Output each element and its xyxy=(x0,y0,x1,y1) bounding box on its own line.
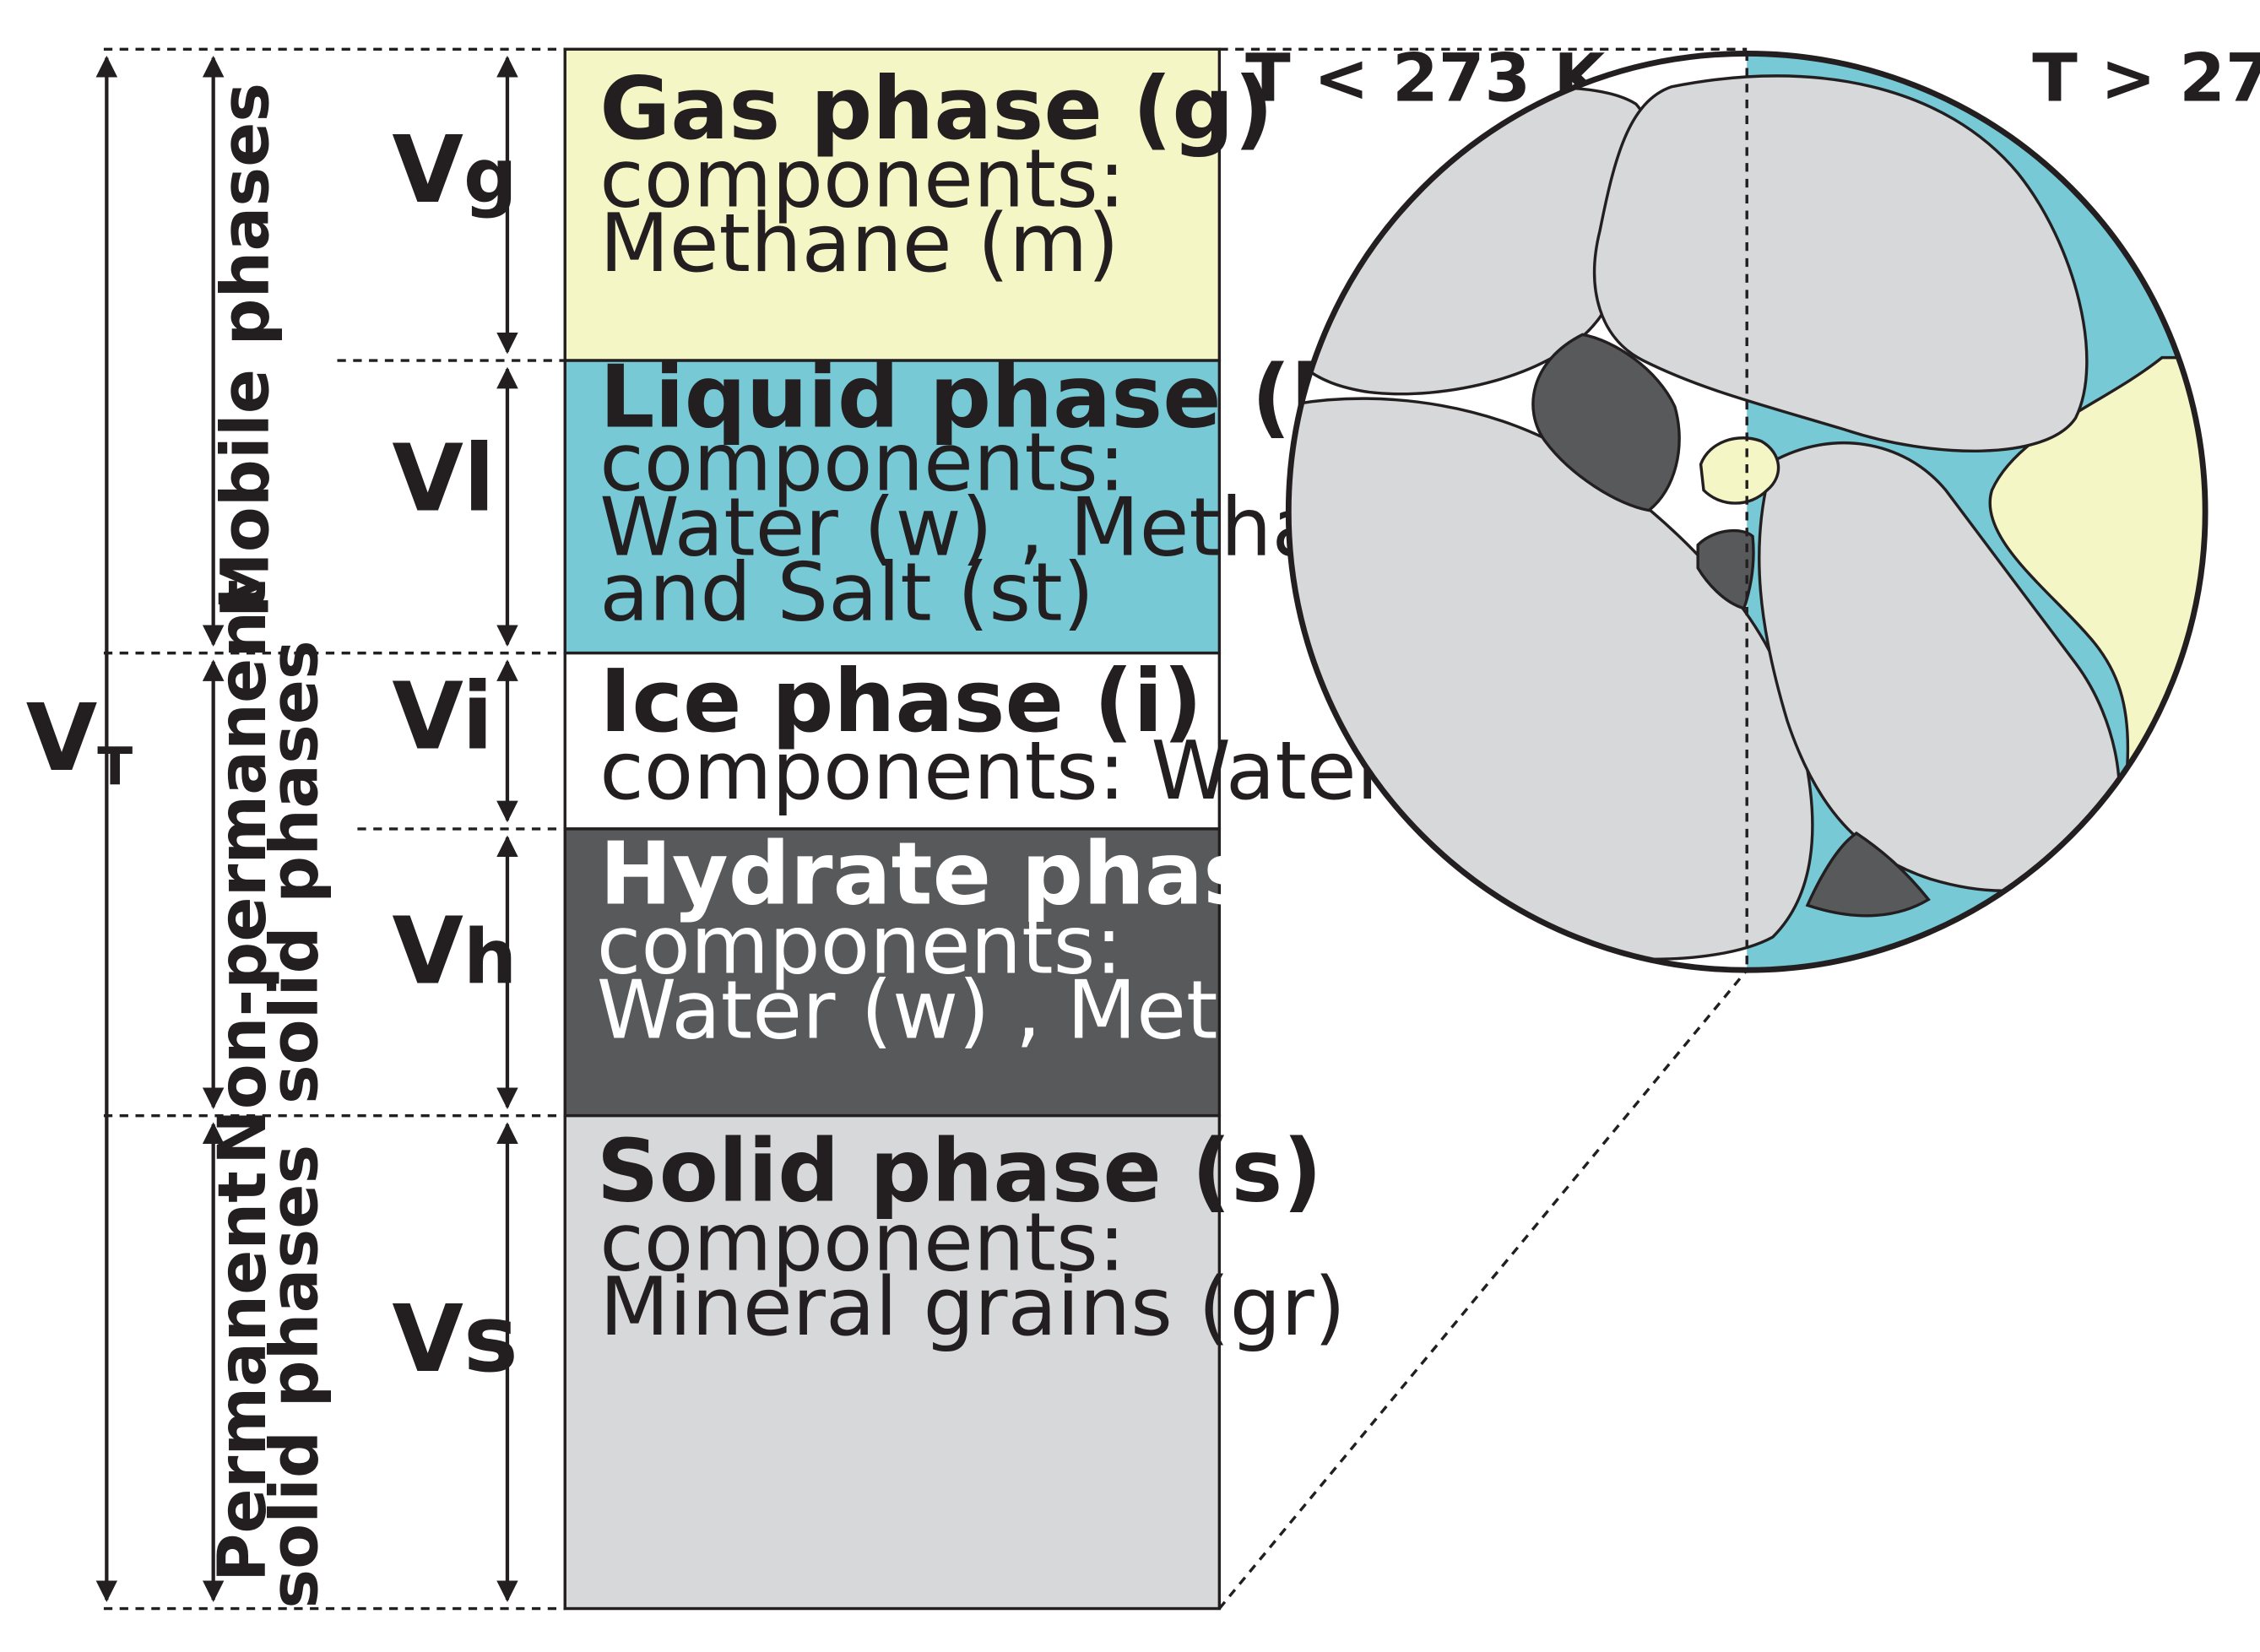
dotted-guides xyxy=(103,47,1748,1611)
group-mobile-label: Mobile phases xyxy=(207,83,285,619)
solid-phase-title: Solid phase (s) xyxy=(597,1121,1322,1221)
hydrate-phase-line1: components: xyxy=(597,898,1123,993)
group-non-permanent-label-1: Non-permanent xyxy=(203,579,281,1165)
volume-solid-label: Vs xyxy=(392,1286,518,1393)
gas-bubble-center xyxy=(1699,436,1780,505)
group-permanent-label-1: Permanent xyxy=(203,1171,281,1582)
group-non-permanent-label-2: solid phases xyxy=(256,640,333,1104)
volume-gas-label: Vg xyxy=(392,116,517,224)
liquid-phase-line1: components: xyxy=(599,415,1125,510)
hydrate-inclusion-large xyxy=(1531,333,1681,512)
ice-phase-title: Ice phase (i) xyxy=(599,652,1202,752)
hydrate-phase-title: Hydrate phase (h) xyxy=(599,825,1483,925)
dimension-arrows xyxy=(95,55,518,1602)
volume-ice-label: Vi xyxy=(392,663,493,770)
hydrate-inclusion-small xyxy=(1696,528,1755,610)
gas-phase-line1: components: xyxy=(599,131,1125,225)
gas-phase-line2: Methane (m) xyxy=(599,196,1119,290)
group-permanent-label-2: solid phases xyxy=(256,1145,333,1609)
gas-phase-box xyxy=(563,47,1222,362)
solid-phase-line1: components: xyxy=(599,1194,1125,1289)
ice-phase-box xyxy=(563,651,1222,831)
hydrate-inclusion-bottom xyxy=(1805,831,1931,918)
hydrate-phase-box xyxy=(563,827,1222,1118)
solid-phase-line2: Mineral grains (gr) xyxy=(599,1259,1346,1354)
volume-total-label: VT xyxy=(26,685,133,797)
gas-phase-title: Gas phase (g) xyxy=(599,59,1273,160)
solid-phase-box xyxy=(563,1113,1222,1611)
temperature-above-label: T > 273 K xyxy=(2032,40,2260,117)
hydrate-phase-line2: Water (w) , Methane (m) xyxy=(597,962,1586,1057)
volume-liquid-label: Vl xyxy=(392,425,495,533)
liquid-phase-title: Liquid phase (l) xyxy=(599,348,1360,448)
grain-top-right xyxy=(1593,74,2089,452)
liquid-phase-line3: and Salt (st) xyxy=(599,544,1094,639)
liquid-phase-box xyxy=(563,359,1222,655)
volume-hydrate-label: Vh xyxy=(392,898,517,1005)
